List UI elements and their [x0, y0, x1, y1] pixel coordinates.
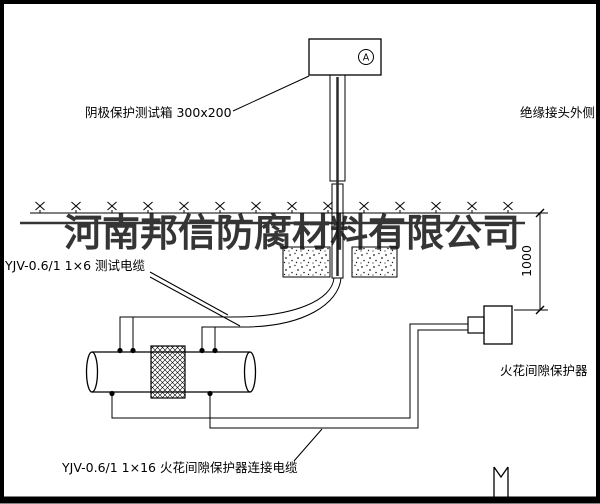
watermark-text: 河南邦信防腐材料有限公司	[64, 210, 520, 255]
dimension-1000-label: 1000	[519, 245, 534, 277]
dimension-1000-lines	[514, 208, 548, 315]
anchor-block-left	[282, 246, 331, 278]
insulating-joint	[150, 345, 186, 399]
spark-gap-label: 火花间隙保护器	[500, 363, 588, 378]
pipe-end-left	[85, 351, 99, 393]
connect-cable-label: YJV-0.6/1 1×16 火花间隙保护器连接电缆	[61, 460, 298, 475]
connect-cable-leader-line	[293, 428, 323, 462]
watermark: 河南邦信防腐材料有限公司	[20, 210, 525, 255]
test-cable-leader-lines	[149, 271, 241, 327]
diagram-labels: A 阴极保护测试箱 300x200 绝缘接头外侧电缆 YJV-0.6/1 1×6…	[4, 53, 600, 476]
meter-label: A	[363, 53, 370, 64]
spark-gap-protector-stem	[467, 316, 485, 334]
test-box-leader-line	[232, 75, 310, 112]
spark-gap-protector-body	[483, 305, 513, 345]
spark-gap-cable-left	[111, 323, 468, 419]
pipe-end-right	[243, 351, 257, 393]
test-cable-label: YJV-0.6/1 1×6 测试电缆	[4, 258, 146, 273]
test-cable-right	[201, 277, 342, 350]
test-box-label: 阴极保护测试箱 300x200	[85, 105, 232, 120]
anchor-block-right	[351, 246, 398, 278]
meter-circle	[358, 49, 374, 65]
spark-gap-cable-right	[209, 329, 468, 429]
test-cable-left	[119, 277, 335, 350]
pipe-break-symbol	[493, 466, 509, 502]
test-box	[308, 38, 382, 76]
outer-cable-label: 绝缘接头外侧电缆	[520, 105, 600, 120]
cable-weld-terminals	[109, 347, 218, 397]
